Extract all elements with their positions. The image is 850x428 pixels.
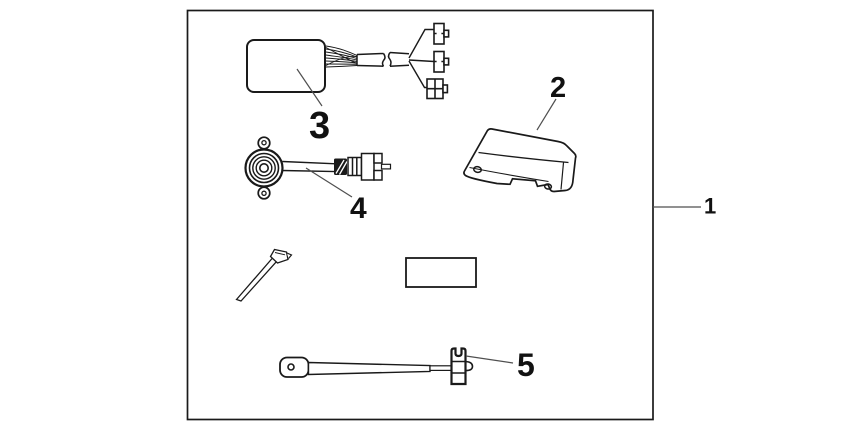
clip-bump (465, 360, 474, 372)
cable-tie-head-detail (274, 252, 286, 256)
leader-line-2 (536, 98, 557, 131)
wire-bundle (325, 45, 358, 68)
part-number-4: 4 (350, 192, 367, 225)
part-1-kit-outline (186, 9, 654, 421)
callout-1: 1 (653, 194, 716, 219)
part-2-mounting-bracket (463, 128, 577, 193)
bullet-connector-middle (433, 50, 450, 73)
control-unit-body (246, 39, 326, 93)
siren-connector (347, 152, 392, 181)
part-number-5: 5 (517, 347, 535, 383)
part-4-siren (244, 136, 392, 200)
bracket-flap-fold (560, 162, 565, 190)
cable-tie (235, 248, 293, 302)
key-head-hole (287, 363, 295, 371)
clip-segment-lines (451, 360, 466, 374)
cable-tie-tip (286, 252, 293, 259)
part-3-control-unit (246, 22, 450, 100)
kit-boundary-box (186, 9, 654, 421)
part-number-3: 3 (309, 105, 330, 147)
cable-tie-strap (235, 257, 278, 302)
key-shaft (307, 361, 431, 376)
bracket-hole-right (543, 183, 553, 190)
harness-sheath (356, 51, 410, 67)
key-rod (429, 365, 453, 371)
blank-label-rectangle (405, 257, 477, 288)
bracket-flange-crease (469, 166, 549, 183)
leader-line-3 (296, 68, 323, 107)
siren-wire (282, 160, 337, 173)
callout-3: 3 (296, 68, 330, 147)
part-number-2: 2 (550, 72, 566, 104)
leader-line-4 (305, 167, 353, 198)
clip-body (450, 347, 467, 386)
bullet-connector-top (433, 22, 450, 45)
callout-2: 2 (536, 72, 566, 131)
bracket-top-crease (478, 151, 569, 164)
leader-line-5 (465, 355, 514, 364)
siren-wire-boot (334, 158, 348, 175)
cable-tie-head (269, 248, 289, 264)
callout-5: 5 (465, 347, 535, 383)
part-5-emergency-key (279, 347, 474, 386)
four-way-connector-bottom (426, 78, 449, 100)
bracket-outline (463, 128, 577, 193)
callout-4: 4 (305, 167, 367, 225)
blank-label (405, 257, 477, 288)
siren-body (244, 148, 284, 188)
bracket-hole-left (472, 165, 483, 174)
part-number-1: 1 (704, 194, 716, 219)
